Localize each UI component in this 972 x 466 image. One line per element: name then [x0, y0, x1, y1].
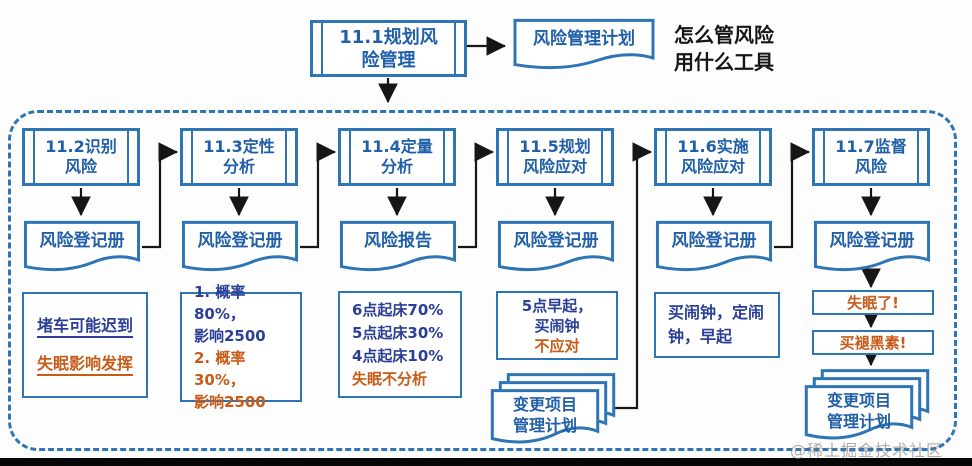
note-line: 失眠不分析 — [352, 369, 428, 388]
chip-melatonin: 买褪黑素! — [812, 330, 934, 355]
process-11-1-label: 11.1规划风 险管理 — [339, 26, 438, 71]
note-line: 5点起床30% — [352, 323, 444, 342]
process-11-2-label: 11.2识别 风险 — [45, 137, 117, 176]
chip-insomnia: 失眠了! — [812, 290, 934, 315]
stacked-sheet-front: 变更项目 管理计划 — [804, 384, 914, 446]
artifact-doc-6-label: 风险登记册 — [829, 230, 915, 251]
document-shape-icon — [813, 220, 931, 277]
process-11-4-label: 11.4定量 分析 — [361, 137, 433, 176]
document-shape-icon — [339, 220, 457, 277]
artifact-doc-4: 风险登记册 — [497, 220, 615, 277]
annotation-note: 怎么管风险 用什么工具 — [674, 22, 774, 76]
note-line: 5点早起， — [521, 296, 593, 315]
stacked-sheet-front: 变更项目 管理计划 — [490, 388, 600, 450]
bottom-edge-bar — [0, 458, 972, 466]
stacked-doc-4: 变更项目 管理计划 — [490, 372, 618, 452]
artifact-doc-1: 风险登记册 — [23, 220, 141, 277]
annotation-line-1: 怎么管风险 — [674, 23, 774, 47]
artifact-doc-2-label: 风险登记册 — [197, 230, 283, 251]
note-line: 买闹钟 — [534, 316, 580, 335]
artifact-doc-3: 风险报告 — [339, 220, 457, 277]
document-shape-icon — [23, 220, 141, 277]
note-line: 6点起床70% — [352, 300, 444, 319]
note-line: 钟，早起 — [668, 327, 733, 346]
chip-insomnia-label: 失眠了! — [847, 294, 899, 312]
note-box-3: 6点起床70% 5点起床30% 4点起床10% 失眠不分析 — [338, 291, 462, 398]
note-line: 不应对 — [534, 336, 580, 355]
document-shape-icon — [181, 220, 299, 277]
stacked-doc-4-label: 变更项目 管理计划 — [512, 394, 577, 435]
risk-management-plan-doc: 风险管理计划 — [512, 18, 656, 75]
document-shape-icon — [497, 220, 615, 277]
note-line: 堵车可能迟到 — [36, 316, 133, 336]
process-11-4: 11.4定量 分析 — [338, 128, 456, 186]
note-line: 影响2500 — [194, 327, 266, 345]
process-11-5: 11.5规划 风险应对 — [496, 128, 614, 186]
note-line: 1. 概率80%， — [194, 283, 246, 323]
artifact-doc-3-label: 风险报告 — [364, 230, 432, 251]
process-11-6-label: 11.6实施 风险应对 — [677, 137, 749, 176]
process-11-2: 11.2识别 风险 — [22, 128, 140, 186]
artifact-doc-5-label: 风险登记册 — [671, 230, 757, 251]
note-box-5: 买闹钟，定闹钟，早起 — [654, 292, 780, 358]
watermark: @稀土掘金技术社区 — [790, 441, 944, 460]
document-shape-icon — [512, 18, 656, 75]
process-11-5-label: 11.5规划 风险应对 — [519, 137, 591, 176]
note-line: 2. 概率30%， — [194, 349, 246, 389]
artifact-doc-4-label: 风险登记册 — [513, 230, 599, 251]
note-box-4: 5点早起，买闹钟不应对 — [496, 291, 618, 360]
note-line: 买闹钟，定闹 — [668, 303, 765, 322]
dashed-boundary — [8, 110, 957, 451]
document-shape-icon — [655, 220, 773, 277]
note-line: 影响2500 — [194, 393, 266, 411]
stacked-doc-6: 变更项目 管理计划 — [804, 368, 932, 448]
note-line: 4点起床10% — [352, 346, 444, 365]
artifact-doc-1-label: 风险登记册 — [39, 230, 125, 251]
annotation-line-2: 用什么工具 — [674, 50, 774, 74]
note-box-2: 1. 概率80%， 影响2500 2. 概率30%， 影响2500 — [180, 283, 302, 411]
risk-management-plan-label: 风险管理计划 — [533, 28, 635, 49]
stacked-doc-6-label: 变更项目 管理计划 — [826, 390, 891, 431]
note-line: 失眠影响发挥 — [36, 353, 133, 373]
process-11-3-label: 11.3定性 分析 — [203, 137, 275, 176]
chip-melatonin-label: 买褪黑素! — [839, 334, 907, 352]
note-box-1: 堵车可能迟到失眠影响发挥 — [22, 292, 148, 398]
process-11-1: 11.1规划风 险管理 — [310, 20, 467, 77]
process-11-7-label: 11.7监督 风险 — [835, 137, 907, 176]
artifact-doc-6: 风险登记册 — [813, 220, 931, 277]
process-11-7: 11.7监督 风险 — [812, 128, 930, 186]
artifact-doc-5: 风险登记册 — [655, 220, 773, 277]
process-11-6: 11.6实施 风险应对 — [654, 128, 772, 186]
artifact-doc-2: 风险登记册 — [181, 220, 299, 277]
process-11-3: 11.3定性 分析 — [180, 128, 298, 186]
